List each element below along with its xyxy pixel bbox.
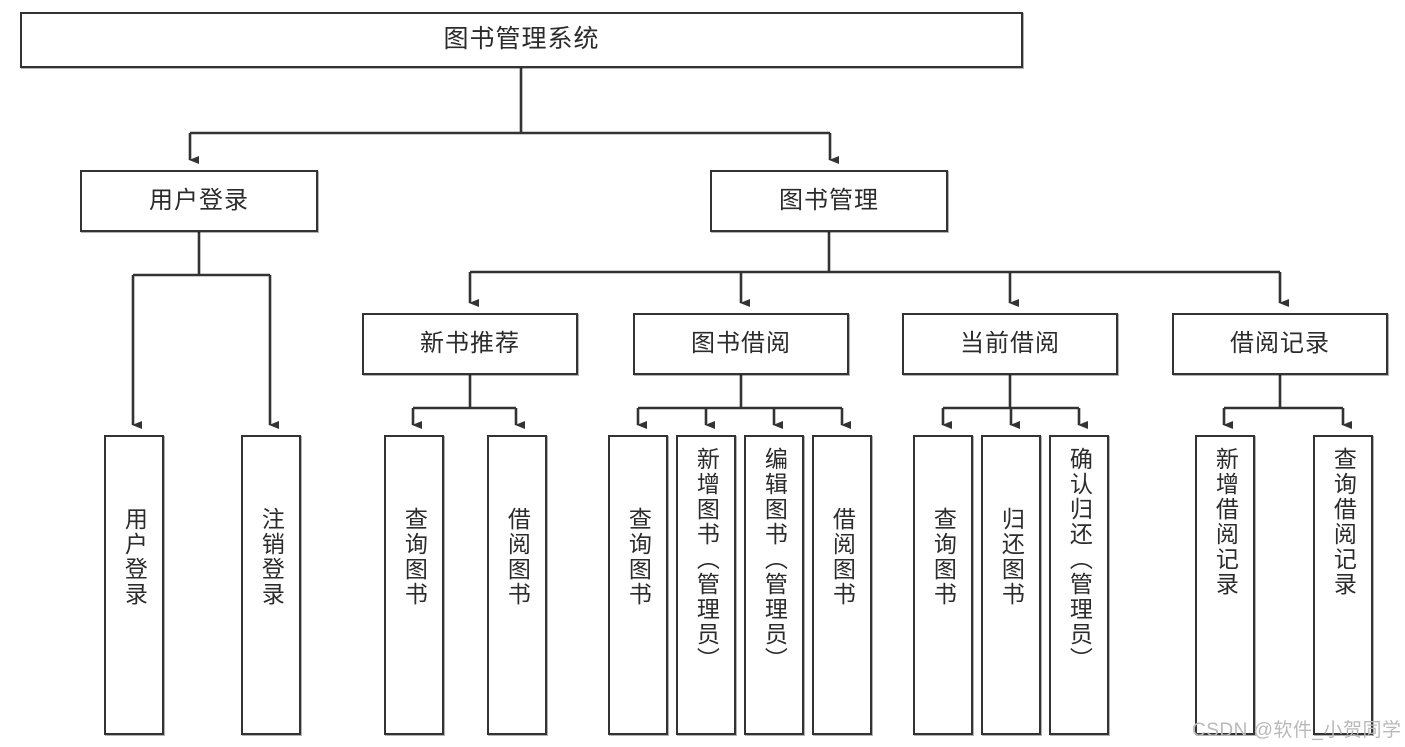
node-label: 借阅图书: [504, 507, 531, 607]
leaf-logout[interactable]: 注销登录: [241, 435, 301, 735]
leaf-confirm-return-admin[interactable]: 确认归还（管理员）: [1049, 435, 1109, 735]
node-label: 新增借阅记录: [1212, 447, 1239, 597]
leaf-borrow-book-recommend[interactable]: 借阅图书: [487, 435, 547, 735]
node-current-borrow[interactable]: 当前借阅: [902, 313, 1118, 375]
node-borrow-record[interactable]: 借阅记录: [1172, 313, 1388, 375]
leaf-query-borrow-record[interactable]: 查询借阅记录: [1313, 435, 1373, 735]
leaf-query-book-current[interactable]: 查询图书: [913, 435, 973, 735]
node-label: 图书借阅: [691, 329, 791, 357]
node-new-book-recommend[interactable]: 新书推荐: [362, 313, 578, 375]
node-label: 查询借阅记录: [1330, 447, 1357, 597]
leaf-add-borrow-record[interactable]: 新增借阅记录: [1195, 435, 1255, 735]
node-label: 确认归还（管理员）: [1066, 447, 1093, 672]
node-label: 图书管理系统: [443, 25, 600, 54]
leaf-query-book-recommend[interactable]: 查询图书: [384, 435, 444, 735]
node-label: 新书推荐: [420, 329, 520, 357]
node-book-borrow[interactable]: 图书借阅: [633, 313, 849, 375]
node-book-management[interactable]: 图书管理: [710, 170, 948, 232]
node-user-login[interactable]: 用户登录: [80, 170, 318, 232]
node-label: 借阅记录: [1230, 329, 1330, 357]
node-label: 查询图书: [930, 507, 957, 607]
node-root-system[interactable]: 图书管理系统: [20, 12, 1023, 68]
node-label: 编辑图书（管理员）: [761, 447, 788, 672]
leaf-borrow-book[interactable]: 借阅图书: [812, 435, 872, 735]
leaf-edit-book-admin[interactable]: 编辑图书（管理员）: [744, 435, 804, 735]
leaf-query-book-borrow[interactable]: 查询图书: [608, 435, 668, 735]
node-label: 注销登录: [258, 507, 285, 607]
node-label: 新增图书（管理员）: [693, 447, 720, 672]
leaf-return-book[interactable]: 归还图书: [981, 435, 1041, 735]
node-label: 用户登录: [121, 507, 148, 607]
leaf-user-login[interactable]: 用户登录: [104, 435, 164, 735]
node-label: 图书管理: [779, 186, 879, 214]
node-label: 查询图书: [625, 507, 652, 607]
leaf-add-book-admin[interactable]: 新增图书（管理员）: [676, 435, 736, 735]
csdn-watermark: CSDN @软件_小贺同学: [1192, 720, 1402, 741]
node-label: 用户登录: [149, 186, 249, 214]
node-label: 当前借阅: [960, 329, 1060, 357]
node-label: 借阅图书: [829, 507, 856, 607]
node-label: 查询图书: [401, 507, 428, 607]
node-label: 归还图书: [998, 507, 1025, 607]
